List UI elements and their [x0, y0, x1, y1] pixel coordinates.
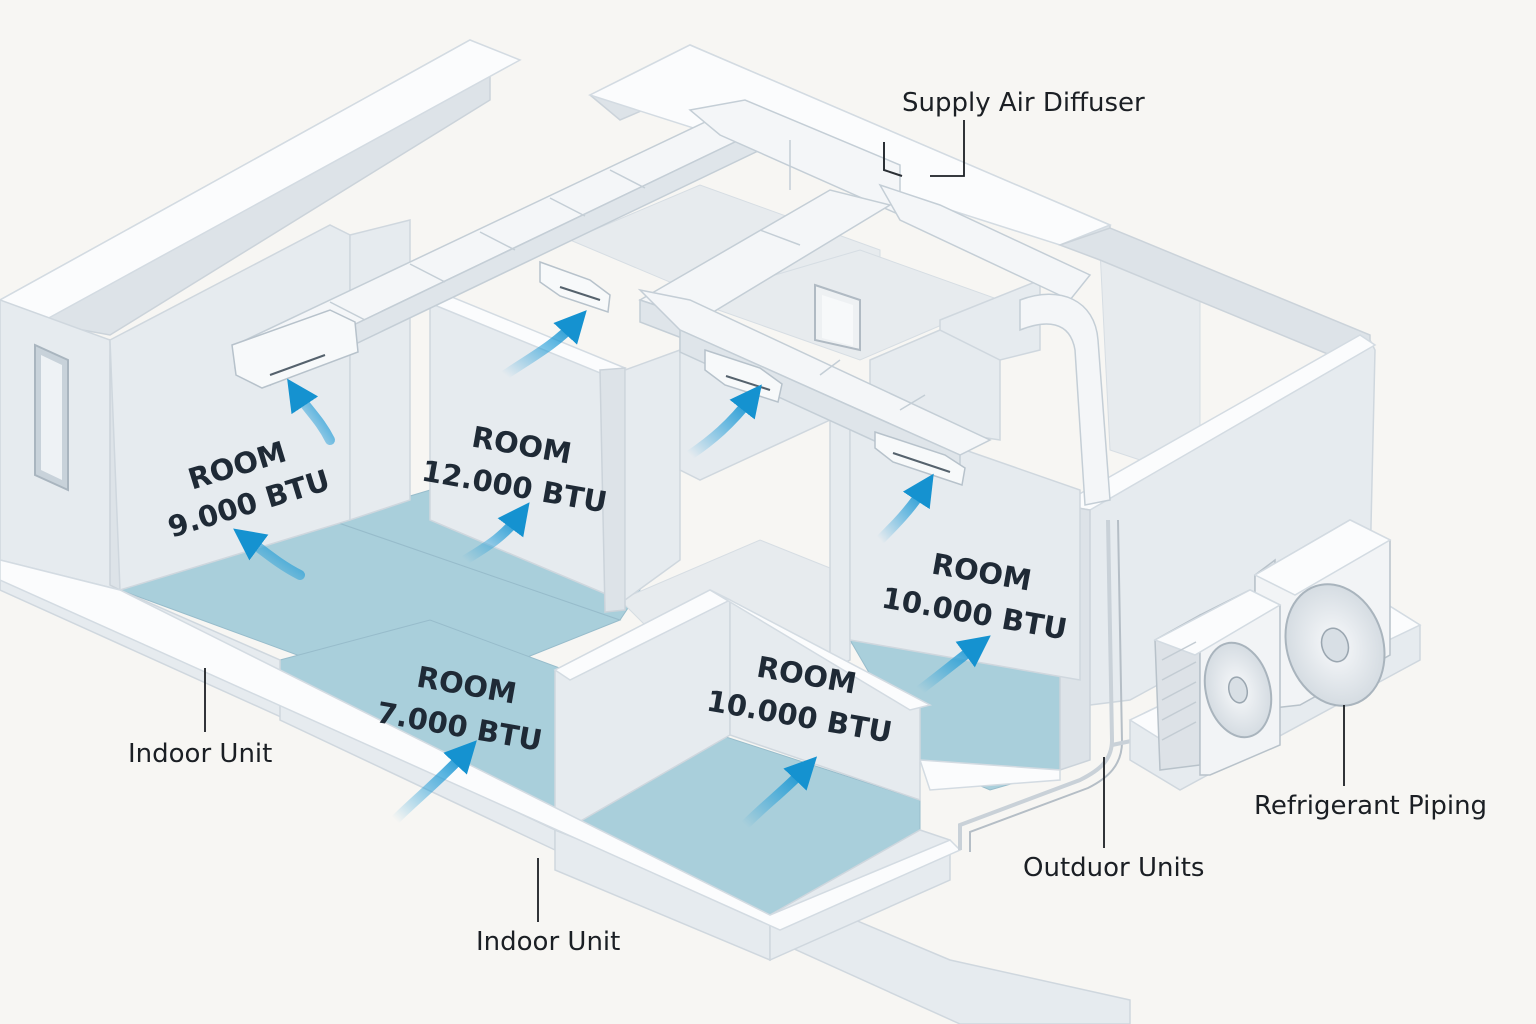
airflow-arrow-icon	[460, 502, 530, 565]
indoor-unit-icon	[874, 430, 966, 486]
callout-indoor-unit-left-text: Indoor Unit	[128, 739, 272, 769]
callout-refrigerant-piping-text: Refrigerant Piping	[1254, 791, 1487, 821]
base-slab-edge	[0, 559, 1131, 1024]
callout-supply-air-diffuser-text: Supply Air Diffuser	[902, 88, 1145, 118]
airflow-arrow-icon	[915, 635, 991, 695]
wall-front-top	[0, 559, 962, 931]
duct-trunk-lower	[637, 288, 992, 456]
wall-room-10000-bottom-right-top	[709, 589, 933, 711]
callout-outdoor-units-text: Outduor Units	[1023, 853, 1204, 883]
callout-indoor-unit-left: Indoor Unit	[128, 668, 272, 769]
airflow-arrow-icon	[500, 310, 587, 380]
wall-bath-left	[624, 348, 681, 602]
airflow-arrow-icon	[740, 756, 818, 830]
indoor-unit-icon	[704, 348, 783, 403]
wall-partition-a	[349, 219, 411, 522]
duct-trunk-top	[688, 99, 901, 217]
indoor-units	[231, 260, 966, 486]
wall-small-room-b	[939, 278, 1041, 361]
airflow-arrow-icon	[390, 740, 477, 825]
airflow-arrow-icon	[233, 528, 305, 580]
callout-outdoor-units: Outduor Units	[1023, 757, 1204, 883]
outdoor-unit-icon	[1153, 589, 1282, 776]
airflow-arrow-icon	[685, 384, 762, 460]
callout-supply-air-diffuser: Supply Air Diffuser	[902, 88, 1145, 177]
outdoor-units	[1128, 519, 1422, 791]
wall-room-12000-side	[599, 367, 626, 613]
callout-indoor-unit-bottom-text: Indoor Unit	[476, 927, 620, 957]
door-icon	[814, 283, 861, 352]
indoor-unit-icon	[231, 309, 359, 389]
callout-refrigerant-piping: Refrigerant Piping	[1254, 705, 1487, 821]
airflow-arrow-icon	[875, 473, 934, 545]
wall-front-top-right	[918, 759, 1061, 791]
airflow-arrows	[233, 310, 991, 830]
wall-partition-b	[829, 404, 851, 672]
duct-trunk-right	[878, 183, 1092, 301]
callouts: Supply Air Diffuser Indoor Unit Indoor U…	[128, 88, 1487, 957]
duct-riser	[1019, 293, 1111, 506]
indoor-unit-icon	[539, 260, 611, 314]
airflow-arrow-icon	[287, 378, 335, 445]
callout-indoor-unit-bottom: Indoor Unit	[476, 858, 620, 957]
supply-diffuser-grille	[883, 142, 903, 177]
window-icon	[34, 343, 69, 492]
